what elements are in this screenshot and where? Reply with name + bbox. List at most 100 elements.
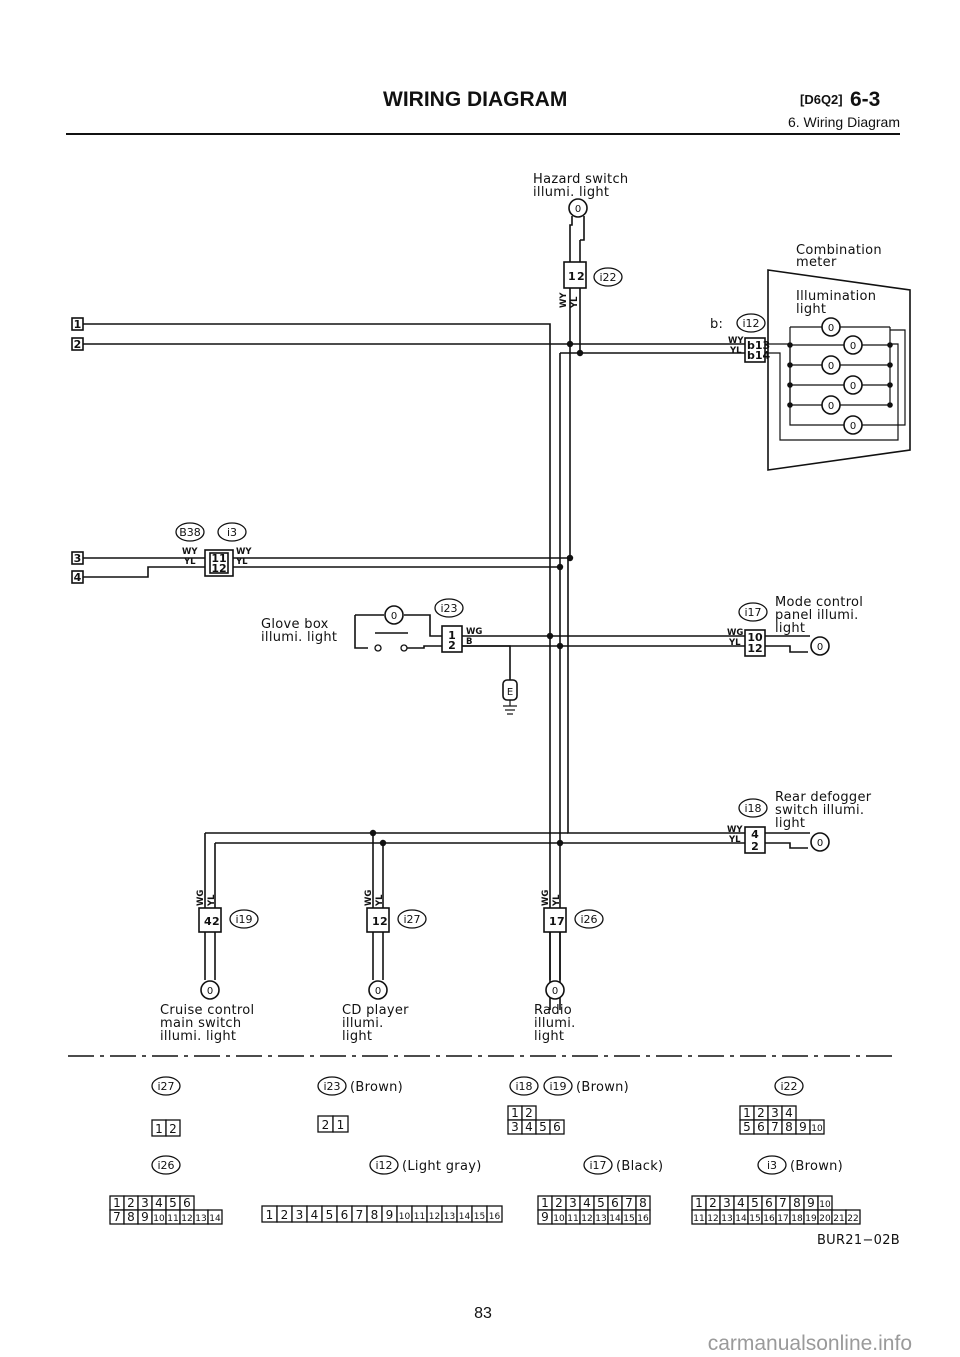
legend-i12-pin: 4 [311,1208,319,1222]
svg-text:light: light [796,302,826,317]
svg-text:WG: WG [364,890,374,906]
rear-defogger-light: i18 Rear defogger switch illumi. light W… [727,790,871,854]
legend-i17-bottom-pin: 9 [541,1210,549,1224]
legend-i17-bottom-pin: 16 [637,1214,649,1224]
legend-i26-bottom-pin: 7 [113,1210,121,1224]
legend-i18-bottom-pin: 6 [553,1120,561,1134]
legend-i17-bottom-cell [635,1209,651,1225]
svg-text:0: 0 [828,323,834,334]
legend-i3-bottom-pin: 13 [721,1214,732,1224]
legend-i17-bottom-pin: 11 [567,1214,578,1224]
svg-text:light: light [534,1029,564,1044]
junction [556,839,564,847]
legend-tag-i22 [774,1076,804,1096]
svg-text:i3: i3 [767,1159,777,1172]
legend-i22-top-pin: 4 [785,1106,793,1120]
svg-text:illumi.: illumi. [342,1016,384,1031]
connector-i18-block [744,826,766,854]
svg-text:0: 0 [391,611,397,622]
svg-text:i3: i3 [227,526,237,539]
bulb-icon [821,355,841,375]
legend-i12-pin: 7 [356,1208,364,1222]
legend-i3-bottom-pin: 22 [847,1214,858,1224]
svg-text:0: 0 [817,838,823,849]
svg-text:i27: i27 [403,913,420,926]
svg-text:0: 0 [575,204,581,215]
svg-text:illumi.: illumi. [534,1016,576,1031]
svg-text:YL: YL [728,835,741,845]
svg-text:Illumination: Illumination [796,289,876,304]
legend-i12-pin: 10 [399,1212,411,1222]
connector-tag-i26 [574,909,604,929]
legend-i17-top-pin: 1 [541,1196,549,1210]
legend-i22-top-pin: 3 [771,1106,779,1120]
legend-i17-bottom-pin: 12 [581,1214,592,1224]
terminal-1-label: 1 [74,318,82,331]
legend-i22-top-pin: 1 [743,1106,751,1120]
legend-i22-bottom-pin: 8 [785,1120,793,1134]
connector-tag-i23 [434,598,464,618]
connector-b13-b14 [744,337,766,363]
legend-i18-top-pin: 2 [525,1106,533,1120]
legend-tag-i17 [583,1155,613,1175]
svg-text:7: 7 [557,915,565,928]
legend-i3-top-pin: 4 [737,1196,745,1210]
svg-text:WY: WY [182,547,198,557]
section-subtitle: 6. Wiring Diagram [788,114,900,130]
svg-text:0: 0 [850,381,856,392]
svg-text:i18: i18 [515,1080,532,1093]
legend-tag-i12 [369,1155,399,1175]
legend-i12-pin: 16 [489,1212,501,1222]
svg-text:i17: i17 [744,606,761,619]
legend-i26-top-pin: 5 [169,1196,177,1210]
connector-i22 [563,261,587,289]
wire-line-1 [83,323,551,1010]
svg-text:i19: i19 [549,1080,566,1093]
watermark: carmanualsonline.info [708,1332,912,1355]
svg-text:1: 1 [372,915,380,928]
bulb-icon [568,198,588,218]
legend-i26-bottom-pin: 9 [141,1210,149,1224]
legend-i12-cell [486,1205,503,1223]
legend-i3-top-pin: 2 [709,1196,717,1210]
connector-i19-block [198,907,222,933]
legend-i3-top-pin: 8 [793,1196,801,1210]
legend-i26-top-pin: 2 [127,1196,135,1210]
connector-tag-i12 [736,313,766,333]
legend-i26-top-pin: 4 [155,1196,163,1210]
legend-i22-top-pin: 2 [757,1106,765,1120]
svg-text:11: 11 [211,552,226,565]
junction [369,829,377,837]
connector-tag-i19 [229,909,259,929]
svg-text:1: 1 [549,915,557,928]
connector-tag-b38 [175,522,205,542]
svg-text:WY: WY [728,336,744,346]
legend-i17-top-pin: 8 [639,1196,647,1210]
legend-i3-bottom-pin: 16 [763,1214,775,1224]
legend-i26-bottom-pin: 12 [181,1214,192,1224]
hazard-switch: Hazard switch illumi. light 0 1 2 i22 WY… [533,172,628,309]
legend-i22-bottom-pin: 7 [771,1120,779,1134]
legend-i12-pin: 5 [326,1208,334,1222]
legend-i26-bottom-pin: 8 [127,1210,135,1224]
svg-text:WY: WY [727,825,743,835]
legend-i26-bottom-cell [207,1209,223,1225]
bulb-icon [368,980,388,1000]
svg-text:i26: i26 [580,913,597,926]
connector-i17-block [744,629,766,657]
legend-i3-bottom-pin: 18 [791,1214,803,1224]
page-title: WIRING DIAGRAM [383,88,567,111]
legend-i27-cell [165,1119,181,1137]
legend-tag-i26 [151,1155,181,1175]
svg-text:YL: YL [375,894,385,907]
legend-i12-pin: 13 [444,1212,455,1222]
legend-i22-bottom-cell [809,1119,825,1135]
bulb-icon [821,317,841,337]
svg-text:i26: i26 [157,1159,174,1172]
legend-tag-i3 [757,1155,787,1175]
legend-i3-top-pin: 6 [765,1196,773,1210]
bulb-icon [821,395,841,415]
terminal-4-label: 4 [74,571,82,584]
